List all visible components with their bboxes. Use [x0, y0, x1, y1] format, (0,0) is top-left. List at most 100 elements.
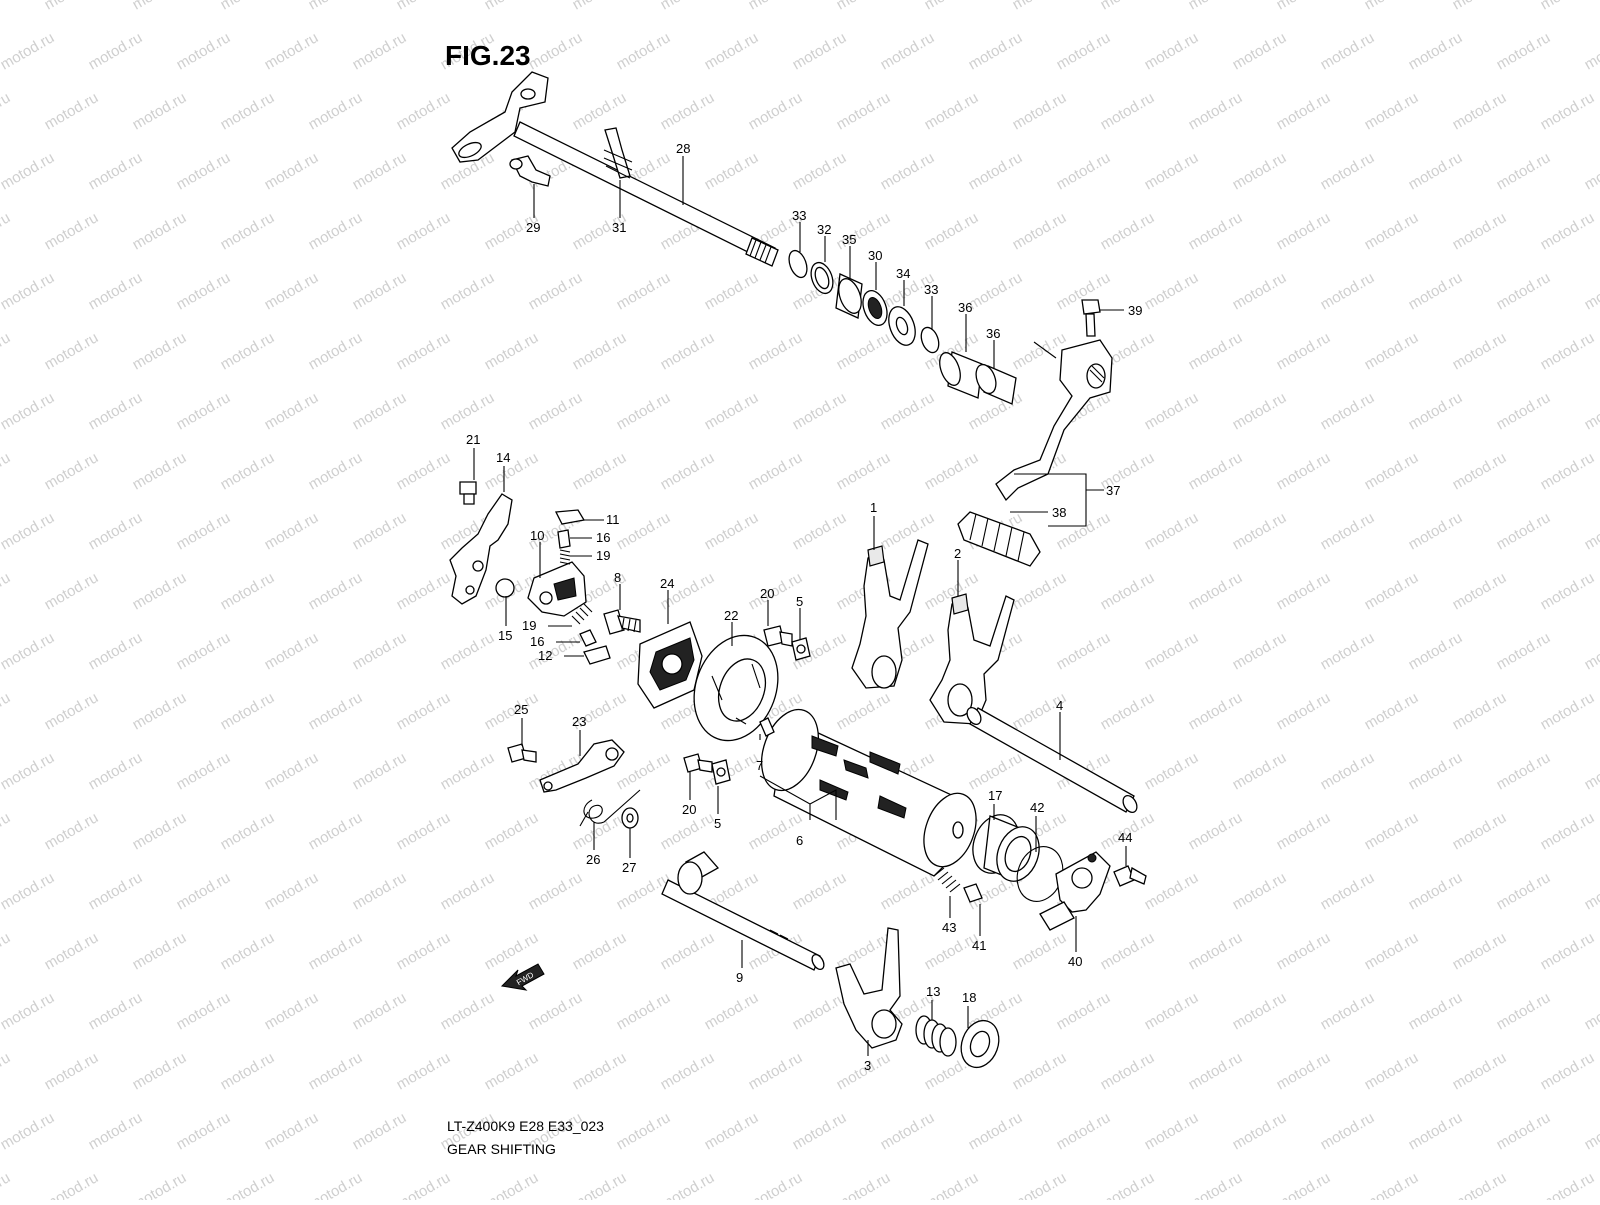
watermark-text: motod.ru [746, 0, 806, 13]
watermark-text: motod.ru [306, 449, 366, 493]
watermark-text: motod.ru [1142, 509, 1202, 553]
watermark-text: motod.ru [1274, 209, 1334, 253]
watermark-text: motod.ru [1274, 929, 1334, 973]
watermark-text: motod.ru [1098, 1049, 1158, 1093]
callout-34: 34 [896, 266, 910, 281]
watermark-text: motod.ru [130, 0, 190, 13]
watermark-text: motod.ru [702, 29, 762, 73]
watermark-text: motod.ru [1538, 449, 1598, 493]
watermark-text: motod.ru [1318, 29, 1378, 73]
watermark-text: motod.ru [1582, 989, 1600, 1033]
callout-6: 6 [796, 833, 803, 848]
watermark-text: motod.ru [218, 449, 278, 493]
watermark-text: motod.ru [1142, 629, 1202, 673]
watermark-text: motod.ru [218, 209, 278, 253]
watermark-text: motod.ru [86, 509, 146, 553]
watermark-text: motod.ru [1142, 1109, 1202, 1153]
watermark-text: motod.ru [306, 1049, 366, 1093]
watermark-text: motod.ru [0, 1109, 57, 1153]
watermark-text: motod.ru [1186, 569, 1246, 613]
watermark-text: motod.ru [526, 869, 586, 913]
watermark-text: motod.ru [1406, 869, 1466, 913]
watermark-text: motod.ru [1450, 809, 1510, 853]
watermark-text: motod.ru [1098, 689, 1158, 733]
callout-4: 4 [1056, 698, 1063, 713]
watermark-text: motod.ru [306, 569, 366, 613]
part-44-bolt [1114, 866, 1146, 886]
watermark-text: motod.ru [0, 749, 57, 793]
watermark-text: motod.ru [130, 329, 190, 373]
watermark-text: motod.ru [1538, 1169, 1598, 1200]
watermark-text: motod.ru [570, 0, 630, 13]
watermark-text: motod.ru [1362, 449, 1422, 493]
watermark-text: motod.ru [1450, 569, 1510, 613]
callout-9: 9 [736, 970, 743, 985]
watermark-text: motod.ru [1186, 329, 1246, 373]
watermark-text: motod.ru [1230, 629, 1290, 673]
watermark-text: motod.ru [790, 1109, 850, 1153]
part-39-bolt [1082, 300, 1100, 336]
watermark-text: motod.ru [394, 449, 454, 493]
watermark-text: motod.ru [746, 329, 806, 373]
watermark-text: motod.ru [878, 149, 938, 193]
watermark-text: motod.ru [1274, 329, 1334, 373]
watermark-text: motod.ru [130, 1169, 190, 1200]
part-36-bushing-a [936, 350, 982, 398]
watermark-text: motod.ru [174, 629, 234, 673]
watermark-text: motod.ru [1582, 869, 1600, 913]
watermark-text: motod.ru [0, 629, 57, 673]
watermark-text: motod.ru [834, 449, 894, 493]
watermark-text: motod.ru [966, 269, 1026, 313]
part-12-pawl [584, 646, 610, 664]
watermark-text: motod.ru [834, 0, 894, 13]
watermark-text: motod.ru [262, 629, 322, 673]
watermark-text: motod.ru [1230, 29, 1290, 73]
watermark-text: motod.ru [438, 989, 498, 1033]
watermark-text: motod.ru [614, 509, 674, 553]
part-27-washer [622, 808, 638, 828]
watermark-text: motod.ru [130, 209, 190, 253]
watermark-text: motod.ru [1274, 0, 1334, 13]
watermark-text: motod.ru [262, 869, 322, 913]
callout-23: 23 [572, 714, 586, 729]
watermark-text: motod.ru [790, 149, 850, 193]
part-33-circlip-a [786, 248, 811, 280]
part-6-gearshift-cam-drum [751, 702, 985, 876]
watermark-text: motod.ru [394, 89, 454, 133]
watermark-text: motod.ru [394, 929, 454, 973]
watermark-text: motod.ru [1010, 569, 1070, 613]
watermark-text: motod.ru [1098, 0, 1158, 13]
watermark-text: motod.ru [1582, 749, 1600, 793]
watermark-text: motod.ru [1142, 989, 1202, 1033]
part-5-washer-b [712, 760, 730, 784]
watermark-text: motod.ru [526, 269, 586, 313]
watermark-text: motod.ru [174, 509, 234, 553]
watermark-text: motod.ru [746, 1169, 806, 1200]
watermark-text: motod.ru [438, 629, 498, 673]
watermark-text: motod.ru [1318, 269, 1378, 313]
watermark-text: motod.ru [1230, 149, 1290, 193]
part-15-washer [496, 579, 514, 597]
watermark-text: motod.ru [966, 1109, 1026, 1153]
watermark-text: motod.ru [922, 449, 982, 493]
watermark-text: motod.ru [438, 749, 498, 793]
watermark-text: motod.ru [658, 1049, 718, 1093]
watermark-text: motod.ru [1538, 1049, 1598, 1093]
callout-5a: 5 [796, 594, 803, 609]
watermark-text: motod.ru [174, 149, 234, 193]
watermark-text: motod.ru [174, 269, 234, 313]
watermark-text: motod.ru [1054, 629, 1114, 673]
watermark-text: motod.ru [1230, 749, 1290, 793]
callout-18: 18 [962, 990, 976, 1005]
callout-25: 25 [514, 702, 528, 717]
part-25-bolt [508, 744, 536, 762]
watermark-text: motod.ru [350, 269, 410, 313]
callout-11: 11 [606, 512, 620, 527]
callout-36a: 36 [958, 300, 972, 315]
callout-8: 8 [614, 570, 621, 585]
part-19-spring-a [560, 550, 570, 564]
callout-19a: 19 [596, 548, 610, 563]
watermark-text: motod.ru [1010, 929, 1070, 973]
watermark-text: motod.ru [306, 1169, 366, 1200]
part-35-needle-bearing [834, 274, 865, 318]
